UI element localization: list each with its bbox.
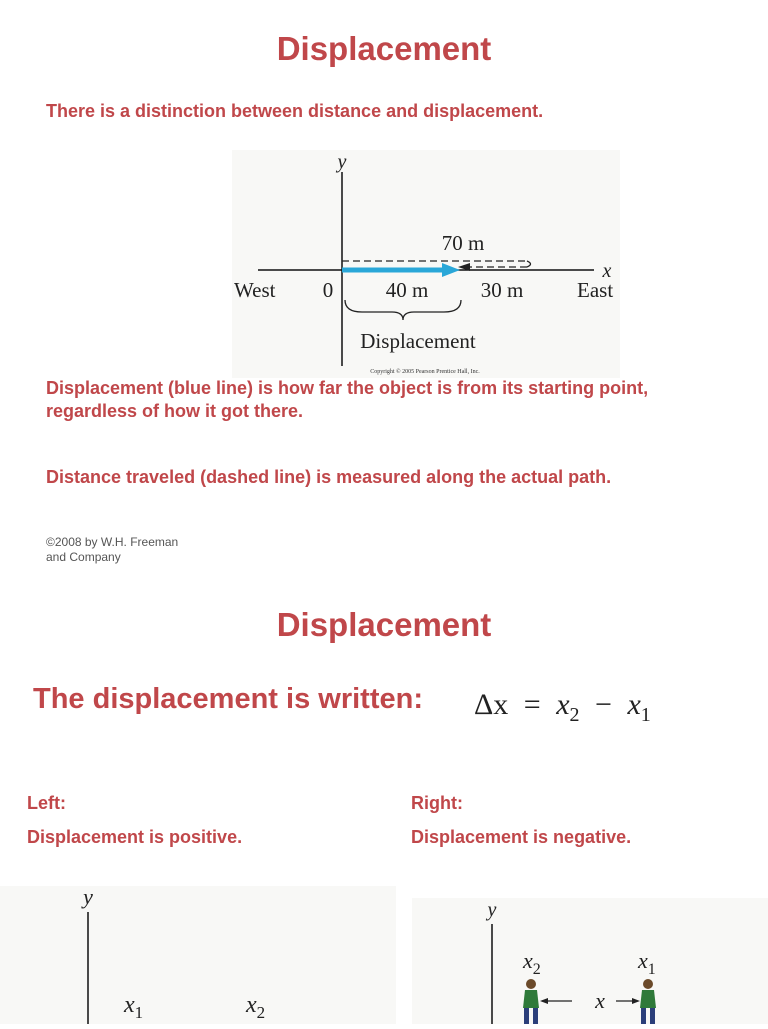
person-x2-icon <box>523 979 539 1024</box>
displacement-formula: Δx = x2 − x1 <box>474 688 651 727</box>
slide2-title: Displacement <box>276 606 492 643</box>
y-axis-label: y <box>336 151 347 173</box>
copyright-line2: and Company <box>46 550 121 564</box>
formula-minus: − <box>595 688 612 721</box>
distance-label: 70 m <box>442 231 485 255</box>
right-y-axis-label: y <box>486 899 497 921</box>
slide1-para2: Distance traveled (dashed line) is measu… <box>46 467 612 487</box>
left-heading: Left: <box>27 793 66 813</box>
right-arrow-left-head <box>540 998 548 1004</box>
left-text: Displacement is positive. <box>27 827 243 847</box>
formula-eq: = <box>523 688 541 721</box>
formula-delta: Δx <box>474 688 509 721</box>
slide1-copyright: ©2008 by W.H. Freeman and Company <box>46 535 178 565</box>
copyright-line1: ©2008 by W.H. Freeman <box>46 535 179 549</box>
right-text: Displacement is negative. <box>411 827 632 847</box>
origin-label: 0 <box>323 278 334 302</box>
segment1-label: 40 m <box>386 278 429 302</box>
formula-x2: x <box>556 688 570 721</box>
formula-x1: x <box>627 688 641 721</box>
x-axis-label: x <box>602 260 612 282</box>
distance-displacement-figure: y x 70 m West 0 40 m 30 m East Displacem… <box>232 150 620 378</box>
segment2-label: 30 m <box>481 278 524 302</box>
brace-label: Displacement <box>360 329 476 353</box>
left-figure: y x1 x2 <box>0 884 396 1024</box>
formula-x2-sub: 2 <box>569 704 580 726</box>
right-x1-label: x1 <box>637 948 656 978</box>
dashed-path-arrowhead <box>458 263 470 271</box>
right-heading: Right: <box>411 793 463 813</box>
right-x-mid-label: x <box>594 988 605 1013</box>
slide1-intro: There is a distinction between distance … <box>46 101 544 121</box>
displacement-arrow-head <box>442 263 460 277</box>
left-x2-label: x2 <box>245 992 265 1022</box>
east-label: East <box>577 278 613 302</box>
displacement-brace <box>344 299 462 321</box>
right-arrow-right-head <box>632 998 640 1004</box>
formula-x1-sub: 1 <box>640 704 651 726</box>
person-x1-icon <box>640 979 656 1024</box>
right-figure: y x2 x1 x <box>412 898 768 1024</box>
dashed-path-turn <box>526 260 532 268</box>
left-y-axis-label: y <box>81 886 93 909</box>
right-x2-label: x2 <box>522 948 541 978</box>
formula-label: The displacement is written: <box>33 683 423 715</box>
slide1-para1: Displacement (blue line) is how far the … <box>46 378 649 421</box>
left-x1-label: x1 <box>123 992 143 1022</box>
slide1-title: Displacement <box>276 30 492 67</box>
figure-copyright: Copyright © 2005 Pearson Prentice Hall, … <box>370 368 480 375</box>
west-label: West <box>234 278 276 302</box>
